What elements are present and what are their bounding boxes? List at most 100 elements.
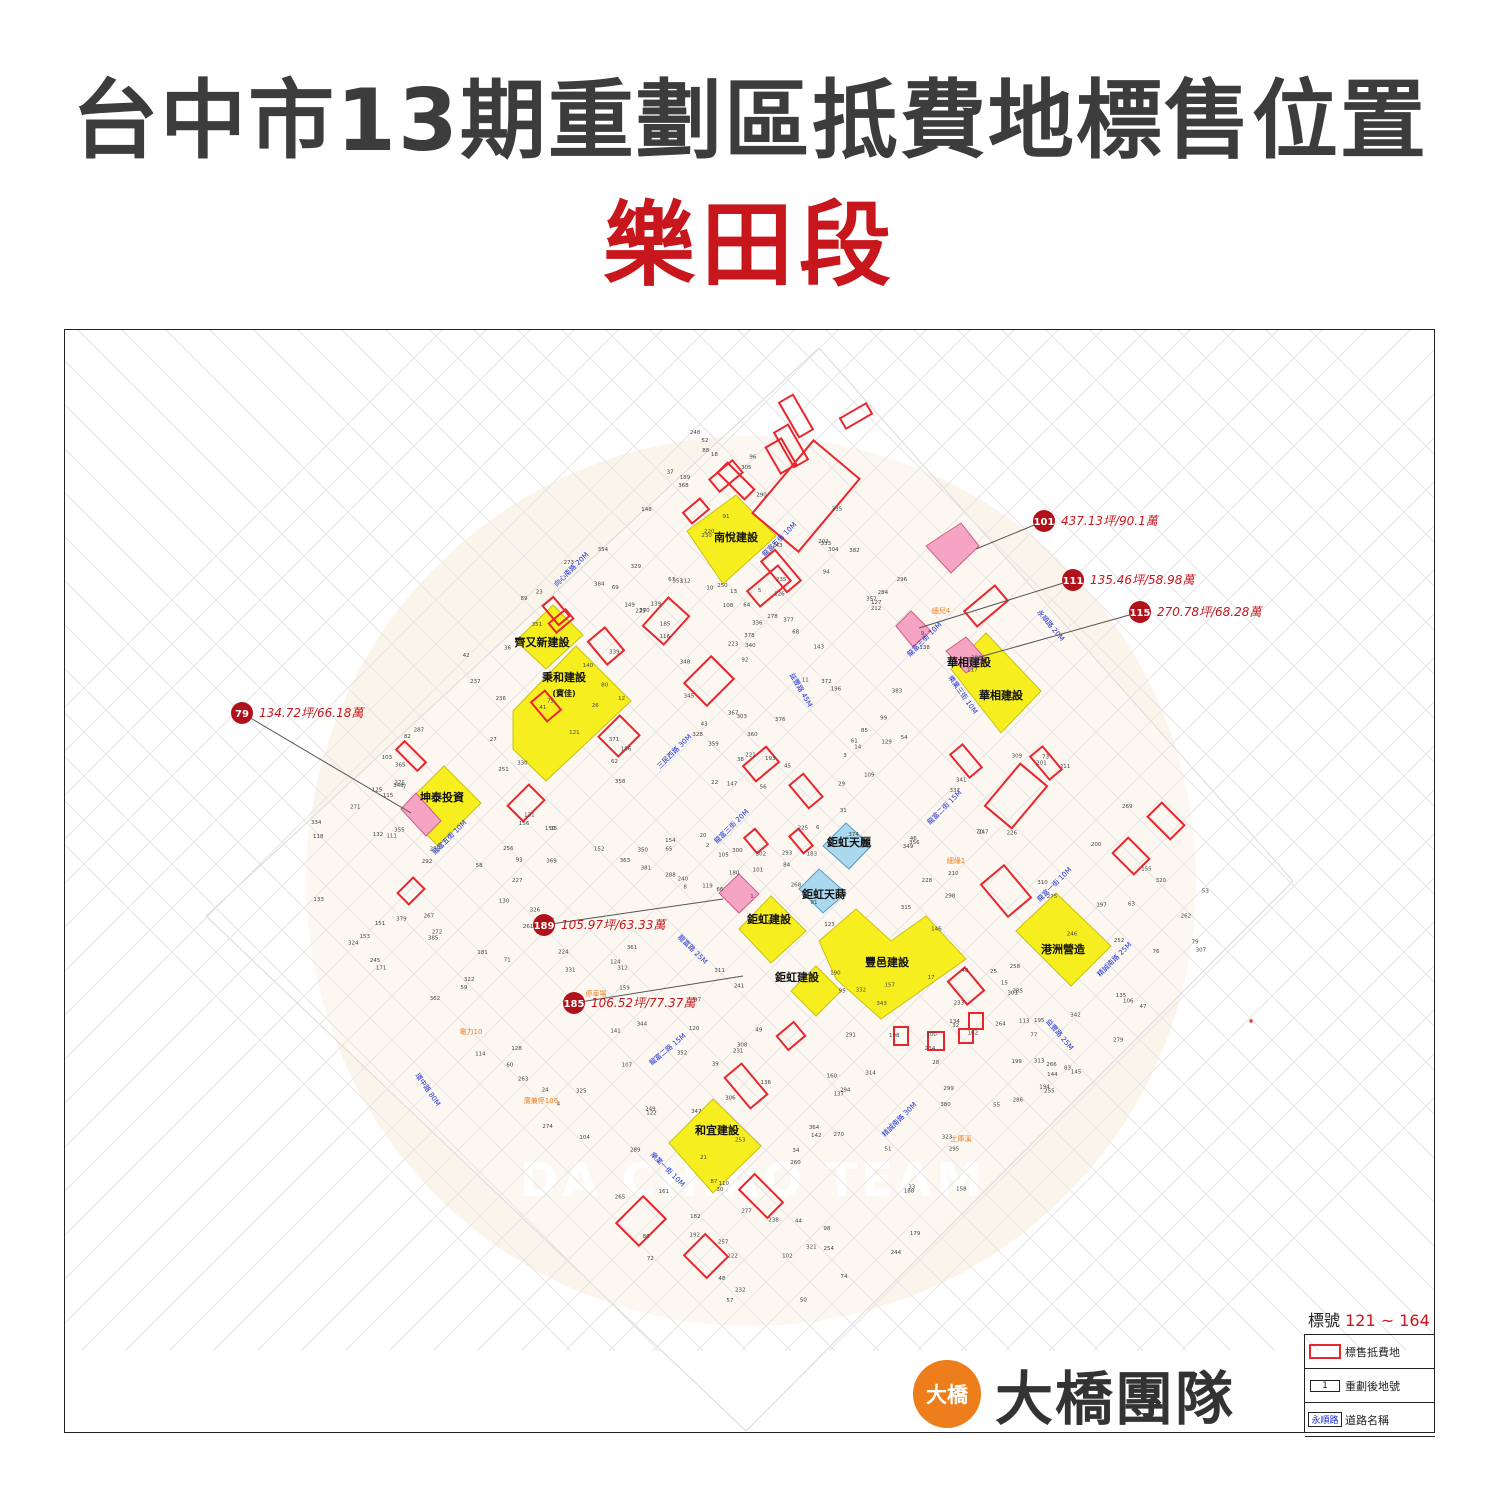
parcel-number: 105	[718, 853, 729, 859]
callout-leader	[573, 975, 744, 1004]
parcel-number: 25	[990, 969, 997, 975]
grid-line	[65, 404, 1012, 1352]
parcel-number: 331	[565, 967, 576, 973]
parcel-number: 193	[765, 756, 776, 762]
developer-label: 南悅建設	[714, 530, 759, 544]
grid-line	[65, 330, 883, 1148]
parcel-number: 221	[745, 752, 756, 758]
parcel-number: 156	[519, 821, 530, 827]
grid-line	[561, 330, 1434, 1203]
sale-parcel-outline	[948, 742, 984, 780]
callout-number: 185	[564, 999, 585, 1010]
grid-line	[696, 613, 1434, 1352]
grid-line	[65, 330, 751, 1016]
legend-label-parcel-text: 重劃後地號	[1345, 1379, 1400, 1393]
grid-line	[65, 330, 971, 1236]
grid-line	[65, 330, 663, 928]
range-value: 121 ~ 164	[1345, 1311, 1430, 1330]
callout-badge	[231, 702, 253, 724]
sale-parcel-outline	[745, 564, 793, 608]
grid-line	[65, 330, 839, 1104]
sale-parcel-outline	[394, 739, 428, 773]
parcel-number: 38	[737, 757, 744, 763]
parcel-number: 52	[701, 438, 708, 444]
parcel-number: 141	[610, 1029, 621, 1035]
parcel-number: 267	[424, 913, 435, 919]
parcel-number: 284	[878, 590, 889, 596]
parcel-number: 270	[833, 1132, 844, 1138]
parcel-number: 312	[617, 965, 628, 971]
parcel-number: 130	[499, 899, 510, 905]
parcel-number: 124	[610, 960, 621, 966]
cadastral-map[interactable]: DA CHIAO TEAM南悅建設齊又新建設秉和建設(寶佳)坤泰投資華相建設華相…	[65, 330, 1435, 1433]
parcel-number: 66	[716, 887, 723, 893]
parcel-number: 232	[735, 1288, 746, 1294]
sale-parcel-outline	[787, 827, 815, 855]
parcel-number: 231	[733, 1049, 744, 1055]
parcel-number: 152	[594, 847, 605, 853]
parcel-number: 256	[503, 846, 514, 852]
parcel-number: 373	[767, 920, 778, 926]
callout-badge	[1062, 569, 1084, 591]
parcel-number: 74	[840, 1274, 847, 1280]
parcel-number: 185	[660, 622, 671, 628]
parcel-number: 18	[711, 452, 718, 458]
grid-line	[344, 330, 1367, 1352]
parcel-number: 341	[956, 778, 967, 784]
grid-line	[1001, 330, 1434, 763]
parcel-number: 323	[942, 1135, 953, 1141]
parcel-number: 143	[814, 645, 825, 651]
grid-line	[297, 330, 1320, 1352]
grid-line	[1221, 330, 1434, 543]
grid-line	[1133, 330, 1434, 631]
parcel-number: 304	[828, 547, 839, 553]
logo-name: 大橋團隊	[995, 1365, 1236, 1433]
parcel-number: 298	[945, 893, 956, 899]
parcel-number: 303	[737, 714, 748, 720]
parcel-number: 151	[375, 921, 386, 927]
parcel-number: 87	[710, 1179, 717, 1185]
parcel-number: 337	[949, 788, 960, 794]
parcel-number: 96	[749, 455, 756, 461]
legend-row-parcel: 1 道路名稱 重劃後地號	[1305, 1369, 1435, 1403]
developer-label: 華相建設	[979, 688, 1024, 702]
grid-line	[1309, 330, 1434, 455]
callout-leader	[543, 898, 724, 926]
grid-line	[913, 330, 1434, 851]
parcel-number: 114	[475, 1051, 486, 1057]
place-label: 土庫溪	[951, 1134, 972, 1143]
grid-line	[1092, 1009, 1434, 1352]
parcel-number: 148	[641, 507, 652, 513]
place-label: 廣兼停106	[524, 1096, 559, 1105]
grid-line	[1045, 330, 1434, 719]
pink-parcel	[718, 873, 760, 914]
parcel-number: 57	[726, 1298, 733, 1304]
grid-line	[65, 624, 792, 1352]
parcel-number: 8	[683, 884, 687, 890]
parcel-number: 291	[845, 1033, 856, 1039]
parcel-number: 89	[521, 596, 528, 602]
parcel-number: 24	[542, 1088, 549, 1094]
parcel-number: 379	[396, 916, 407, 922]
parcel-number: 14	[854, 745, 861, 751]
parcel-number: 139	[651, 602, 662, 608]
parcel-number: 3	[843, 753, 847, 759]
parcel-number: 228	[922, 878, 933, 884]
street-grid	[65, 330, 1434, 1352]
parcel-number: 338	[971, 655, 982, 661]
sale-parcel-outline	[742, 827, 770, 855]
parcel-number: 10	[706, 586, 713, 592]
parcel-number: 150	[545, 826, 556, 832]
parcel-number: 196	[831, 687, 842, 693]
blue-parcel	[822, 822, 872, 870]
grid-line	[209, 330, 1232, 1352]
parcel-number: 160	[827, 1074, 838, 1080]
parcel-number: 83	[1064, 1066, 1071, 1072]
sale-parcel-outline	[946, 966, 986, 1006]
parcel-number: 92	[741, 657, 748, 663]
parcel-number: 375	[394, 781, 405, 787]
parcel-number: 155	[1141, 866, 1152, 872]
grid-line	[1048, 965, 1434, 1352]
parcel-number: 76	[1153, 949, 1160, 955]
